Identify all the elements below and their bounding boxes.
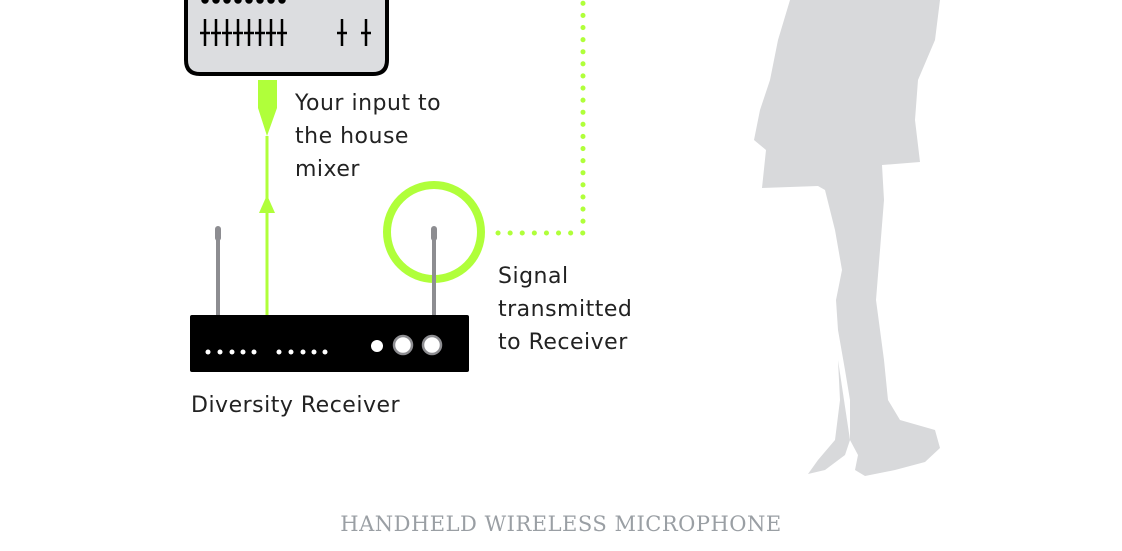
signal-label: Signal transmitted to Receiver [498,264,633,355]
house-mixer [184,0,389,76]
mixer-dot [234,0,242,4]
receiver-led [217,349,223,355]
receiver-led [240,349,246,355]
receiver-led [229,349,235,355]
receiver-led [300,349,306,355]
diversity-receiver [190,315,469,372]
signal-path-dotted [495,0,586,236]
receiver-led [205,349,211,355]
receiver-label: Diversity Receiver [191,393,401,418]
receiver-led [251,349,257,355]
diagram-caption: HANDHELD WIRELESS MICROPHONE [340,512,782,536]
person-silhouette [754,0,940,476]
mixer-dot [256,0,264,4]
receiver-led [311,349,317,355]
mixer-dot [245,0,253,4]
receiver-led [276,349,282,355]
receiver-led [322,349,328,355]
mixer-dot [267,0,275,4]
mixer-input-label: Your input to the house mixer [295,91,442,182]
mixer-dot [201,0,209,4]
antennas [215,226,437,318]
receiver-led [288,349,294,355]
mixer-input-arrow [258,80,277,316]
mixer-dot [212,0,220,4]
mixer-dot [223,0,231,4]
mixer-dot [278,0,286,4]
